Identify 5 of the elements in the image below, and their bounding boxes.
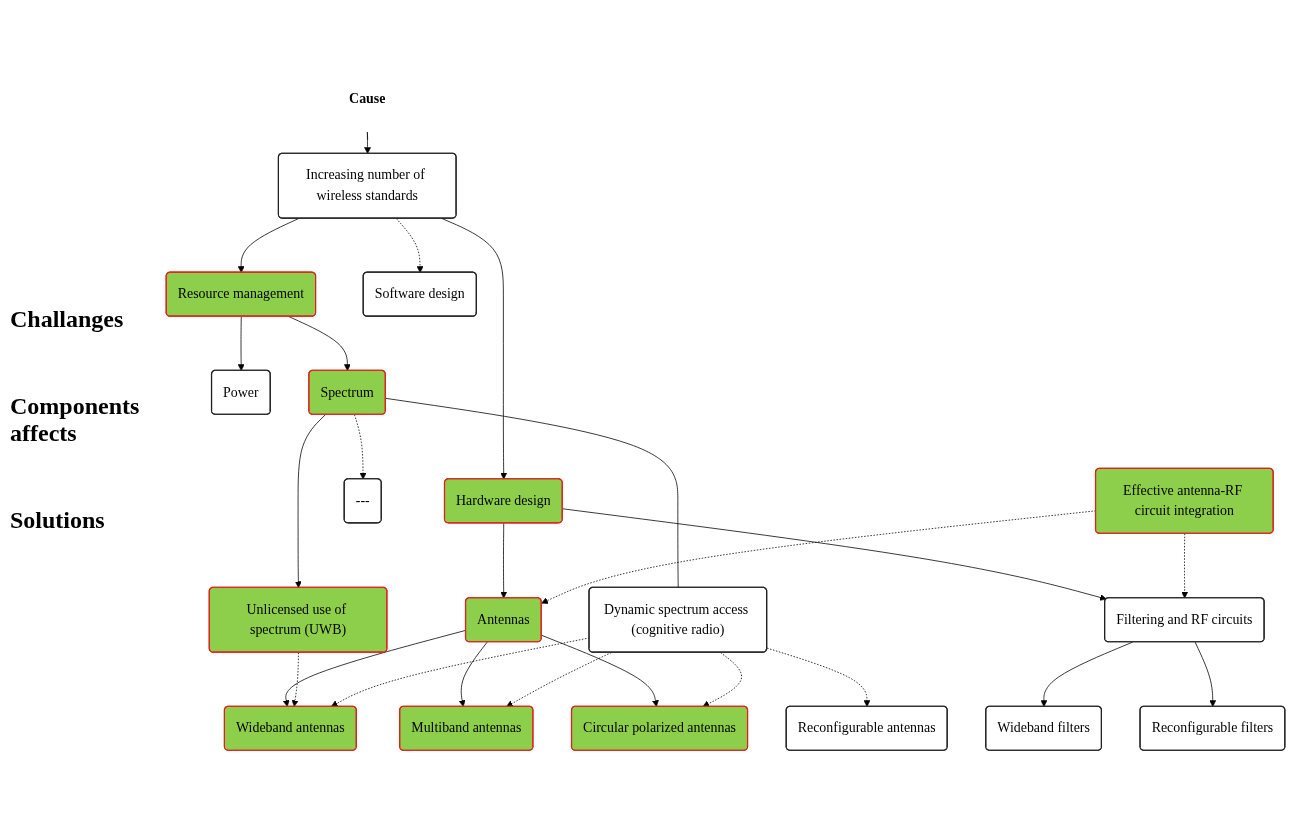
row-label: Components affects xyxy=(10,392,141,447)
row-label: Solutions xyxy=(10,506,106,534)
node-text: Cause xyxy=(349,91,386,107)
connector xyxy=(385,397,679,589)
row-label: Challanges xyxy=(10,305,125,333)
